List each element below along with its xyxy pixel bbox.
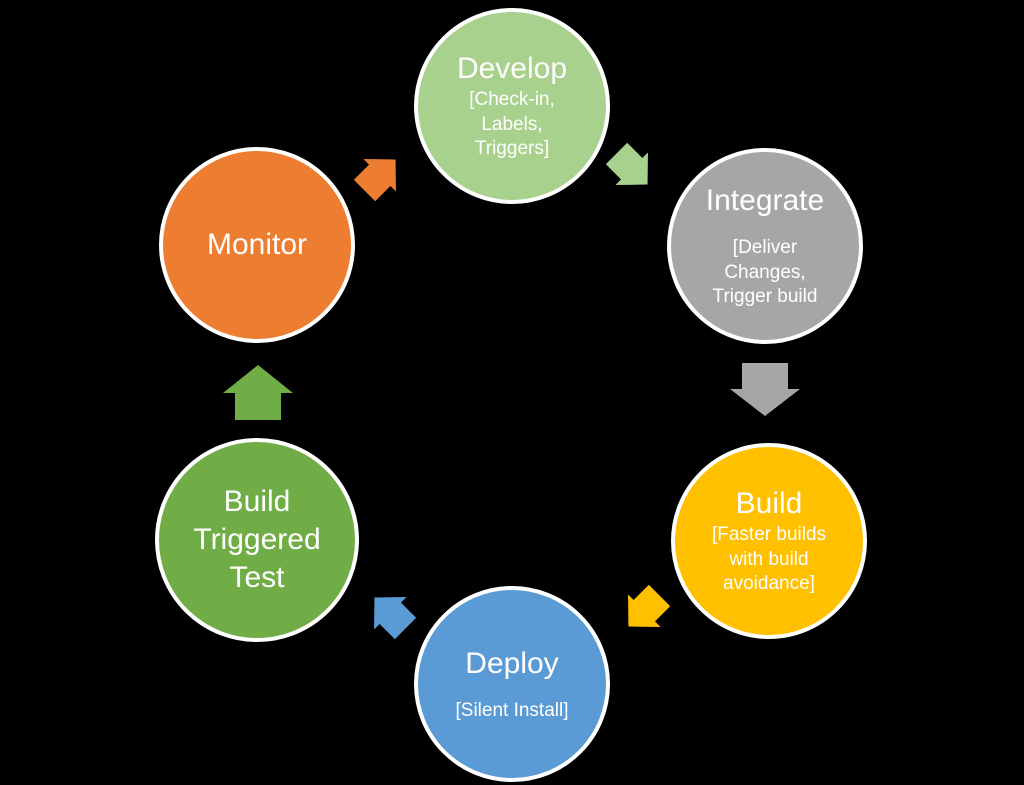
arrow-up-icon — [223, 365, 293, 420]
arrow-down-icon — [730, 363, 800, 416]
node-deploy: Deploy [Silent Install] — [414, 586, 610, 782]
arrow-build-to-deploy — [612, 579, 676, 643]
node-build-triggered-test-title: Build Triggered Test — [193, 484, 321, 595]
arrow-build-triggered-test-to-monitor — [223, 365, 293, 420]
node-develop-title: Develop — [456, 51, 568, 85]
node-monitor-title: Monitor — [206, 227, 308, 261]
node-monitor: Monitor — [159, 147, 355, 343]
arrow-up-right-icon — [353, 159, 396, 202]
arrow-down-left-icon — [628, 584, 671, 627]
arrow-integrate-to-build — [730, 363, 800, 416]
arrow-down-right-icon — [605, 142, 648, 185]
node-build-subtitle: [Faster builds with build avoidance] — [711, 524, 827, 595]
node-build-title: Build — [735, 486, 803, 520]
node-deploy-title: Deploy — [465, 646, 559, 680]
arrow-monitor-to-develop — [348, 143, 412, 207]
node-build-triggered-test: Build Triggered Test — [155, 438, 359, 642]
node-build: Build [Faster builds with build avoidanc… — [671, 443, 867, 639]
node-integrate-subtitle: [Deliver Changes, Trigger build — [712, 237, 818, 308]
node-integrate: Integrate [Deliver Changes, Trigger buil… — [667, 148, 863, 344]
arrow-deploy-to-build-triggered-test — [358, 581, 422, 645]
node-deploy-subtitle: [Silent Install] — [455, 699, 569, 721]
node-integrate-title: Integrate — [705, 183, 825, 217]
node-develop: Develop [Check-in, Labels, Triggers] — [414, 8, 610, 204]
arrow-develop-to-integrate — [600, 137, 664, 201]
node-develop-subtitle: [Check-in, Labels, Triggers] — [469, 89, 555, 160]
arrow-up-left-icon — [374, 597, 417, 640]
